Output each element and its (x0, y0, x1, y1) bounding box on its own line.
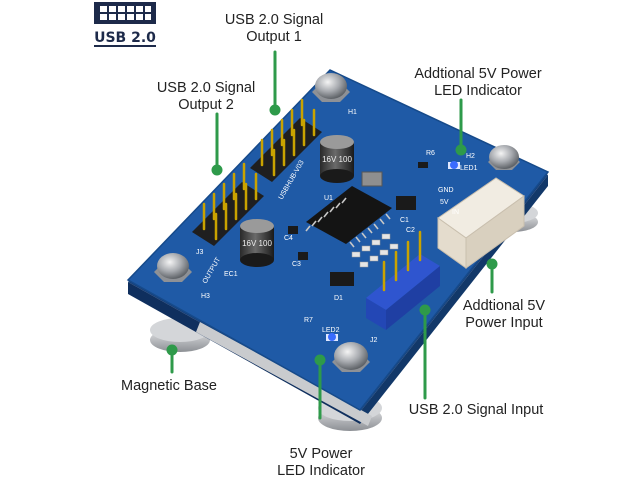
led-power-indicator (326, 333, 338, 341)
power-input-connector (437, 177, 525, 269)
silk-h1: H1 (348, 109, 357, 116)
usb-output-2-header (192, 162, 264, 246)
silk-led2: LED2 (322, 327, 340, 334)
silk-in: IN (452, 209, 459, 216)
usb-output-1-header (250, 98, 322, 182)
usb-2-badge-label: USB 2.0 (94, 30, 156, 46)
silk-gnd: GND (438, 187, 454, 194)
silk-led1: LED1 (460, 165, 478, 172)
capacitor: 16V 100 (320, 135, 354, 183)
led-additional-power-indicator (448, 161, 460, 169)
silk-ec1: EC1 (224, 271, 238, 278)
silk-j3: J3 (196, 249, 204, 256)
silk-c1: C1 (400, 217, 409, 224)
silk-u1: U1 (324, 195, 333, 202)
silk-j2: J2 (370, 337, 378, 344)
silk-c4: C4 (284, 235, 293, 242)
silk-c3: C3 (292, 261, 301, 268)
svg-text:16V 100: 16V 100 (242, 239, 272, 248)
mounting-screw (154, 73, 520, 372)
svg-text:16V 100: 16V 100 (322, 155, 352, 164)
hub-ic-chip (305, 186, 392, 248)
silk-h3: H3 (201, 293, 210, 300)
silk-r6: R6 (426, 150, 435, 157)
usb-input-header (366, 230, 440, 330)
callout-magnetic-base: Magnetic Base (121, 378, 217, 394)
capacitor: 16V 100 (240, 219, 274, 267)
usb-port-grid-icon (94, 2, 156, 47)
silk-c2: C2 (406, 227, 415, 234)
callout-usb-signal-input: USB 2.0 Signal Input (408, 402, 544, 418)
silk-5v: 5V (440, 199, 449, 206)
silk-h2: H2 (466, 153, 475, 160)
silk-r7: R7 (304, 317, 313, 324)
silk-d1: D1 (334, 295, 343, 302)
